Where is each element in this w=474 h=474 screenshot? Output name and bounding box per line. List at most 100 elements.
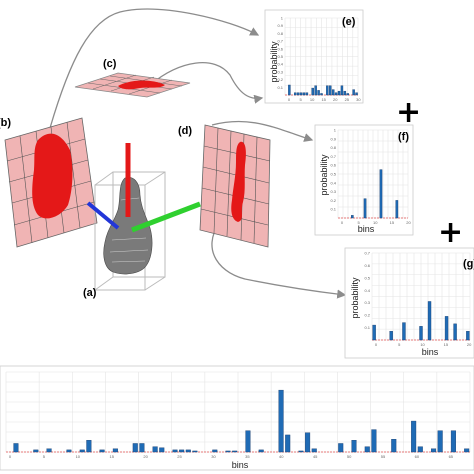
- histogram-bar: [245, 430, 251, 453]
- histogram-bar: [99, 449, 105, 453]
- histogram-bar: [33, 449, 39, 453]
- y-tick-label: 0.3: [277, 69, 283, 74]
- y-tick-label: 0.6: [330, 163, 336, 168]
- histogram-bar: [437, 430, 443, 453]
- label-b: (b): [0, 117, 12, 129]
- histogram-bar: [417, 446, 423, 453]
- histogram-bar: [298, 450, 304, 453]
- plus-operator-2: +: [438, 215, 464, 250]
- histogram-bar: [66, 449, 72, 453]
- histogram-bar: [453, 323, 457, 341]
- connector-arrows: [49, 8, 347, 299]
- histogram-bar: [285, 434, 291, 453]
- histogram-bar: [343, 90, 347, 96]
- histogram-bar: [352, 89, 355, 96]
- histogram-bar: [317, 90, 320, 96]
- histogram-bar: [296, 92, 300, 96]
- histogram-bar: [326, 85, 329, 96]
- axis-x-blue: [86, 201, 120, 230]
- histogram-bar: [337, 90, 341, 96]
- projection-plane-top: [74, 72, 191, 98]
- x-tick-label: 15: [390, 220, 395, 225]
- histogram-bar: [431, 448, 437, 453]
- y-tick-label: 0.4: [330, 180, 336, 185]
- histogram-bar: [351, 440, 357, 453]
- histogram-bar: [139, 443, 145, 453]
- histogram-bar: [305, 92, 309, 96]
- x-tick-label: 65: [449, 454, 454, 459]
- arrow-d-to-g: [211, 221, 347, 299]
- histogram-bar: [340, 85, 344, 96]
- y-tick-label: 0.5: [330, 172, 336, 177]
- y-tick-label: 0.6: [277, 46, 283, 51]
- x-tick-label: 30: [211, 454, 216, 459]
- histogram-e-ylabel: probability: [269, 41, 279, 83]
- plane-d-points: [231, 141, 246, 222]
- y-tick-label: 0.9: [330, 136, 336, 141]
- histogram-f-xlabel: bins: [358, 224, 375, 234]
- x-tick-label: 45: [313, 454, 318, 459]
- label-c: (c): [103, 58, 117, 70]
- histogram-bar: [152, 446, 158, 453]
- histogram-bar: [314, 85, 317, 96]
- histogram-bar: [331, 89, 335, 96]
- y-tick-label: 0.2: [364, 313, 370, 318]
- x-tick-label: 10: [373, 220, 378, 225]
- histogram-bar: [355, 92, 358, 96]
- histogram-bar: [192, 450, 198, 453]
- y-tick-label: 1: [334, 128, 337, 133]
- histogram-g-xlabel: bins: [422, 347, 439, 357]
- histogram-bar: [311, 448, 317, 453]
- x-tick-label: 0: [288, 97, 291, 102]
- x-tick-label: 15: [444, 342, 449, 347]
- histogram-bar: [232, 450, 238, 453]
- histogram-bar: [46, 448, 52, 453]
- x-tick-label: 20: [467, 342, 472, 347]
- histogram-bar: [402, 322, 406, 341]
- histogram-bar: [86, 440, 92, 453]
- y-tick-label: 0.3: [330, 189, 336, 194]
- object-3d: [86, 143, 201, 291]
- y-tick-label: 0.6: [364, 263, 370, 268]
- y-tick-label: 0.5: [364, 275, 370, 280]
- projection-plane-left: [4, 117, 98, 248]
- y-tick-label: 0.7: [364, 251, 370, 256]
- x-tick-label: 50: [347, 454, 352, 459]
- histogram-bar: [338, 443, 344, 453]
- x-tick-label: 60: [415, 454, 420, 459]
- projection-plane-right: [199, 124, 271, 248]
- label-a: (a): [83, 287, 97, 299]
- histogram-bar: [172, 449, 178, 453]
- histogram-bar: [159, 447, 165, 453]
- label-f: (f): [398, 131, 409, 143]
- x-tick-label: 5: [358, 220, 361, 225]
- y-tick-label: 0.1: [364, 325, 370, 330]
- histogram-bar: [464, 448, 470, 453]
- point-cloud: [103, 177, 153, 275]
- y-tick-label: 0.8: [330, 145, 336, 150]
- histogram-bar: [411, 420, 417, 453]
- histogram-bar: [419, 326, 423, 341]
- x-tick-label: 25: [345, 97, 350, 102]
- x-tick-label: 30: [356, 97, 361, 102]
- histogram-bar: [363, 198, 367, 219]
- axis-y-green: [131, 201, 201, 233]
- histogram-bar: [179, 449, 185, 453]
- histogram-bar: [334, 92, 338, 96]
- y-tick-label: 0.5: [277, 54, 283, 59]
- histogram-bar: [379, 169, 383, 219]
- histogram-bar: [466, 331, 470, 341]
- x-tick-label: 10: [76, 454, 81, 459]
- y-tick-label: 0.7: [330, 154, 336, 159]
- x-tick-label: 0: [375, 342, 378, 347]
- histogram-bar: [288, 84, 291, 96]
- y-tick-label: 0.9: [277, 23, 283, 28]
- histogram-bar: [185, 449, 191, 453]
- y-tick-label: 0.7: [277, 39, 283, 44]
- histogram-bar: [212, 449, 218, 453]
- plus-operator-1: +: [396, 95, 422, 130]
